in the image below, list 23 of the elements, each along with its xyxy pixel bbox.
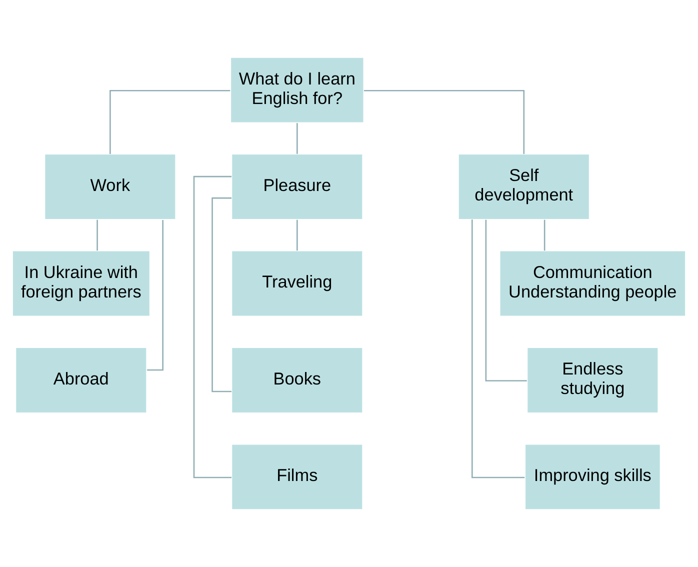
node-box: In Ukraine with foreign partners	[12, 250, 150, 317]
connector	[193, 176, 232, 478]
node-box: Traveling	[231, 250, 364, 317]
node-box: Improving skills	[524, 444, 661, 510]
connector	[147, 220, 164, 371]
connector	[471, 220, 525, 478]
node-box: Books	[231, 346, 364, 414]
connector	[296, 220, 298, 251]
node-box: Abroad	[15, 346, 148, 414]
node-box: Pleasure	[231, 153, 364, 220]
node-box: Communication Understanding people	[499, 250, 686, 317]
node-box: Work	[44, 153, 176, 220]
node-box: Films	[231, 444, 364, 510]
connector	[96, 220, 98, 251]
connector	[296, 123, 298, 154]
connector	[212, 197, 232, 392]
connector	[485, 220, 527, 382]
connector	[364, 90, 525, 154]
node-box: What do I learn English for?	[230, 56, 364, 124]
node-box: Self development	[458, 153, 590, 220]
node-box: Endless studying	[526, 346, 659, 414]
connector	[110, 90, 230, 154]
connector	[544, 220, 546, 251]
